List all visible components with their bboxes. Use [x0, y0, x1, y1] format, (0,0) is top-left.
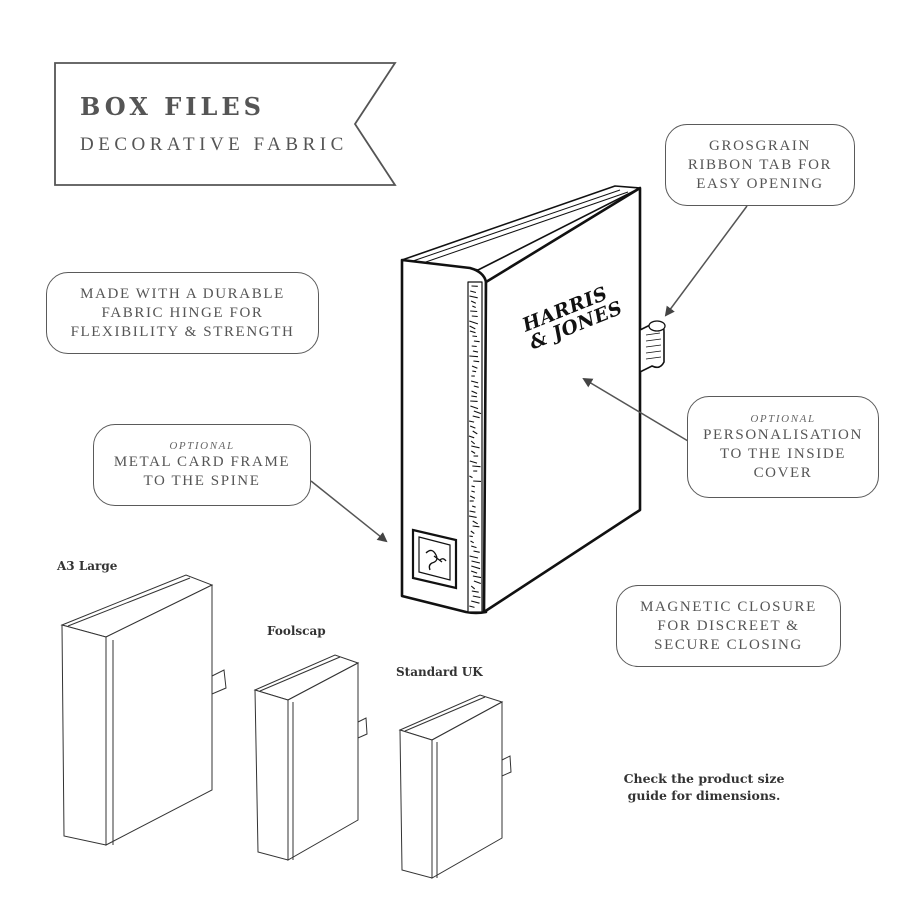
size-guide-note: Check the product size guide for dimensi… [604, 770, 804, 804]
note-line: guide for dimensions. [627, 788, 781, 803]
page-subtitle: DECORATIVE FABRIC [80, 134, 348, 155]
callout-fabric-hinge: MADE WITH A DURABLE FABRIC HINGE FOR FLE… [46, 272, 319, 354]
title-banner-shape [54, 62, 397, 186]
callout-line: COVER [753, 464, 813, 481]
callout-line: TO THE INSIDE [719, 445, 847, 462]
main-box-illustration [400, 185, 642, 615]
ribbon-tab-illustration [639, 320, 666, 374]
callout-line: EASY OPENING [696, 175, 824, 192]
size-standard-box [398, 694, 512, 879]
size-foolscap-box [253, 654, 368, 861]
size-label-standard-uk: Standard UK [396, 665, 483, 679]
note-line: Check the product size [623, 771, 785, 786]
arrows [310, 205, 748, 543]
callout-line: FLEXIBILITY & STRENGTH [70, 323, 295, 340]
callout-line: TO THE SPINE [143, 473, 261, 489]
arrow-ribbon [664, 205, 748, 317]
optional-label: OPTIONAL [169, 440, 235, 452]
size-label-a3: A3 Large [57, 559, 118, 573]
callout-line: FABRIC HINGE FOR [101, 304, 264, 321]
callout-line: RIBBON TAB FOR [687, 156, 833, 173]
callout-metal-card-frame: OPTIONAL METAL CARD FRAME TO THE SPINE [93, 424, 311, 506]
callout-ribbon-tab: GROSGRAIN RIBBON TAB FOR EASY OPENING [665, 124, 855, 206]
arrow-personalisation [582, 377, 689, 442]
callout-line: GROSGRAIN [709, 137, 811, 154]
optional-label: OPTIONAL [750, 412, 816, 425]
callout-line: MAGNETIC CLOSURE [640, 598, 817, 615]
metal-card-frame-illustration [411, 528, 458, 590]
callout-line: SECURE CLOSING [654, 636, 803, 653]
fabric-hinge-texture [468, 285, 482, 608]
callout-line: PERSONALISATION [703, 426, 863, 443]
size-a3-box [60, 574, 227, 846]
size-label-foolscap: Foolscap [267, 624, 326, 638]
callout-personalisation: OPTIONAL PERSONALISATION TO THE INSIDE C… [687, 396, 879, 498]
arrow-frame [310, 480, 388, 543]
callout-line: MADE WITH A DURABLE [80, 285, 285, 302]
page-title: BOX FILES [80, 92, 265, 121]
callout-line: METAL CARD FRAME [113, 454, 291, 470]
callout-magnetic-closure: MAGNETIC CLOSURE FOR DISCREET & SECURE C… [616, 585, 841, 667]
callout-line: FOR DISCREET & [657, 617, 800, 634]
